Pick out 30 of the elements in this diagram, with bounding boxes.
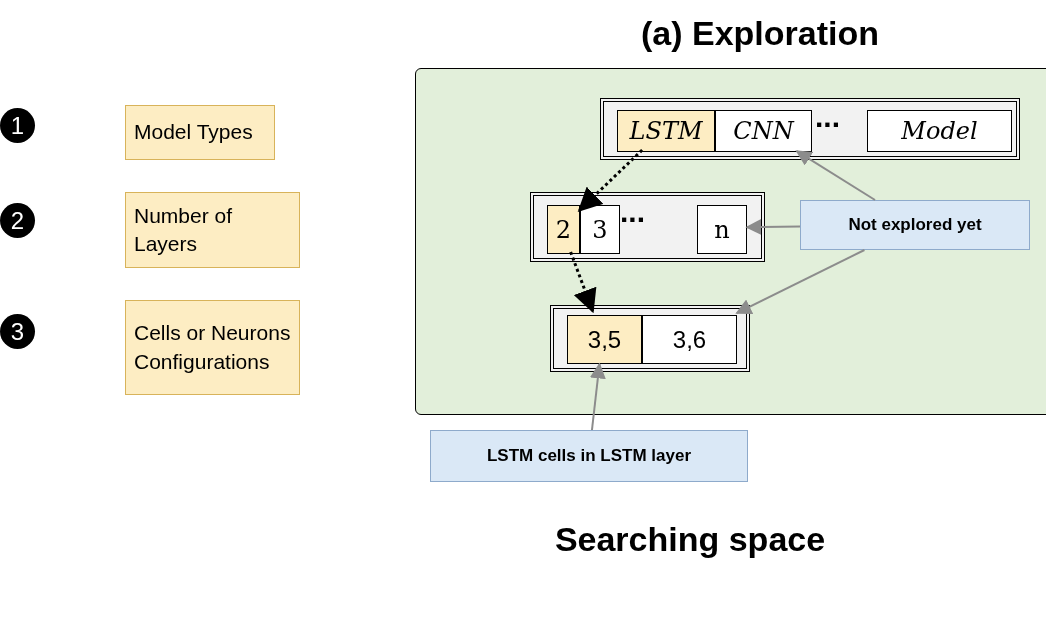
ellipsis-text: ...: [815, 100, 840, 134]
panel-title: (a) Exploration: [640, 14, 880, 53]
arrow: [795, 150, 877, 201]
option-row: [600, 98, 1020, 160]
note-box: LSTM cells in LSTM layer: [430, 430, 748, 482]
config-cell: 3,6: [642, 315, 737, 364]
step-number: 2: [0, 203, 35, 238]
arrow: [735, 249, 866, 315]
arrow: [745, 218, 801, 235]
arrow: [569, 251, 597, 314]
arrow: [577, 148, 644, 212]
model-cell: CNN: [715, 110, 812, 152]
layer-cell: 3: [580, 205, 620, 254]
category-box: Model Types: [125, 105, 275, 160]
layer-cell: n: [697, 205, 747, 254]
arrow: [589, 362, 606, 431]
config-cell: 3,5: [567, 315, 642, 364]
option-row: [550, 305, 750, 372]
model-cell: LSTM: [617, 110, 715, 152]
category-box: Cells or Neurons Configurations: [125, 300, 300, 395]
exploration-panel: [415, 68, 1046, 415]
option-row: [530, 192, 765, 262]
step-number: 3: [0, 314, 35, 349]
step-number: 1: [0, 108, 35, 143]
caption: Searching space: [553, 520, 827, 559]
category-box: Number of Layers: [125, 192, 300, 268]
layer-cell: 2: [547, 205, 580, 254]
note-box: Not explored yet: [800, 200, 1030, 250]
model-cell: Model: [867, 110, 1012, 152]
ellipsis-text: ...: [620, 195, 645, 229]
